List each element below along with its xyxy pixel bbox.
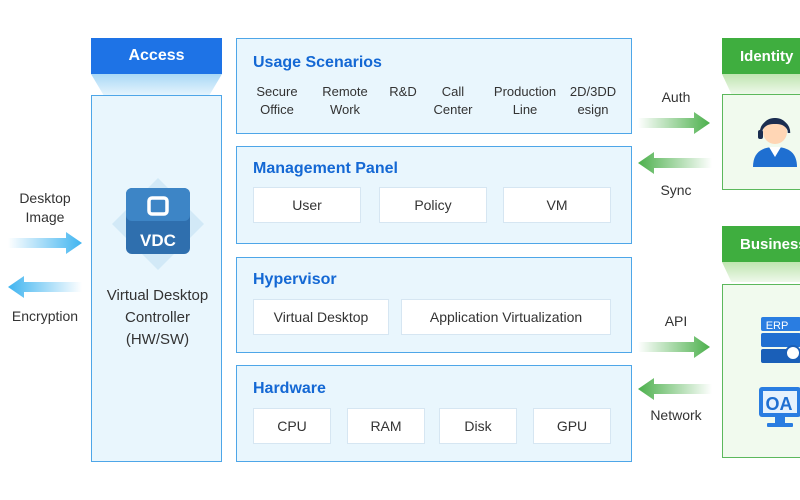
arrow-left-icon [638, 152, 712, 174]
scenario-item: Secure Office [256, 84, 298, 117]
business-panel: ERP OA [722, 284, 800, 458]
network-label: Network [650, 407, 702, 423]
scenario-item: 2D/3DD esign [569, 84, 617, 117]
erp-icon: ERP [761, 317, 800, 363]
user-icon [753, 118, 797, 167]
hypervisor-panel: Hypervisor Virtual Desktop Application V… [236, 257, 632, 353]
business-header-connector [722, 262, 800, 282]
management-item-policy: Policy [379, 187, 487, 223]
sync-label: Sync [660, 182, 692, 198]
hardware-item-gpu: GPU [533, 408, 611, 444]
hardware-item-ram: RAM [347, 408, 425, 444]
scenario-item: Call Center [433, 84, 473, 117]
access-panel: VDC Virtual Desktop Controller (HW/SW) [91, 95, 222, 462]
api-label: API [664, 313, 688, 329]
scenario-item: R&D [389, 84, 417, 99]
management-item-vm: VM [503, 187, 611, 223]
identity-header-connector [722, 74, 800, 94]
erp-label: ERP [766, 320, 789, 332]
hardware-title: Hardware [253, 380, 326, 397]
vdc-badge-text: VDC [140, 231, 176, 250]
scenario-item: Remote Work [322, 84, 368, 117]
usage-scenarios-panel: Usage Scenarios Secure Office Remote Wor… [236, 38, 632, 134]
auth-label: Auth [661, 89, 691, 105]
arrow-right-icon [8, 232, 82, 254]
business-header: Business [722, 226, 800, 262]
desktop-image-label: Desktop Image [19, 190, 71, 225]
scenario-item: Production Line [493, 84, 557, 117]
arrow-right-icon [638, 336, 710, 358]
usage-scenarios-title: Usage Scenarios [253, 54, 382, 71]
oa-icon: OA [759, 387, 800, 427]
encryption-label: Encryption [11, 308, 79, 324]
controller-label: Virtual Desktop Controller (HW/SW) [106, 287, 209, 348]
access-header: Access [91, 38, 222, 74]
management-panel: Management Panel User Policy VM [236, 146, 632, 244]
vdc-icon: VDC [112, 178, 204, 270]
hardware-item-cpu: CPU [253, 408, 331, 444]
identity-header: Identity [722, 38, 800, 74]
arrow-left-icon [8, 276, 82, 298]
arrow-right-icon [638, 112, 710, 134]
identity-panel [722, 94, 800, 190]
oa-label: OA [766, 394, 793, 414]
hypervisor-title: Hypervisor [253, 271, 337, 288]
arrow-left-icon [638, 378, 712, 400]
hypervisor-item-app-virtualization: Application Virtualization [401, 299, 611, 335]
management-item-user: User [253, 187, 361, 223]
access-header-connector [91, 74, 222, 96]
hypervisor-item-virtual-desktop: Virtual Desktop [253, 299, 389, 335]
hardware-panel: Hardware CPU RAM Disk GPU [236, 365, 632, 462]
hardware-item-disk: Disk [439, 408, 517, 444]
management-panel-title: Management Panel [253, 160, 398, 177]
